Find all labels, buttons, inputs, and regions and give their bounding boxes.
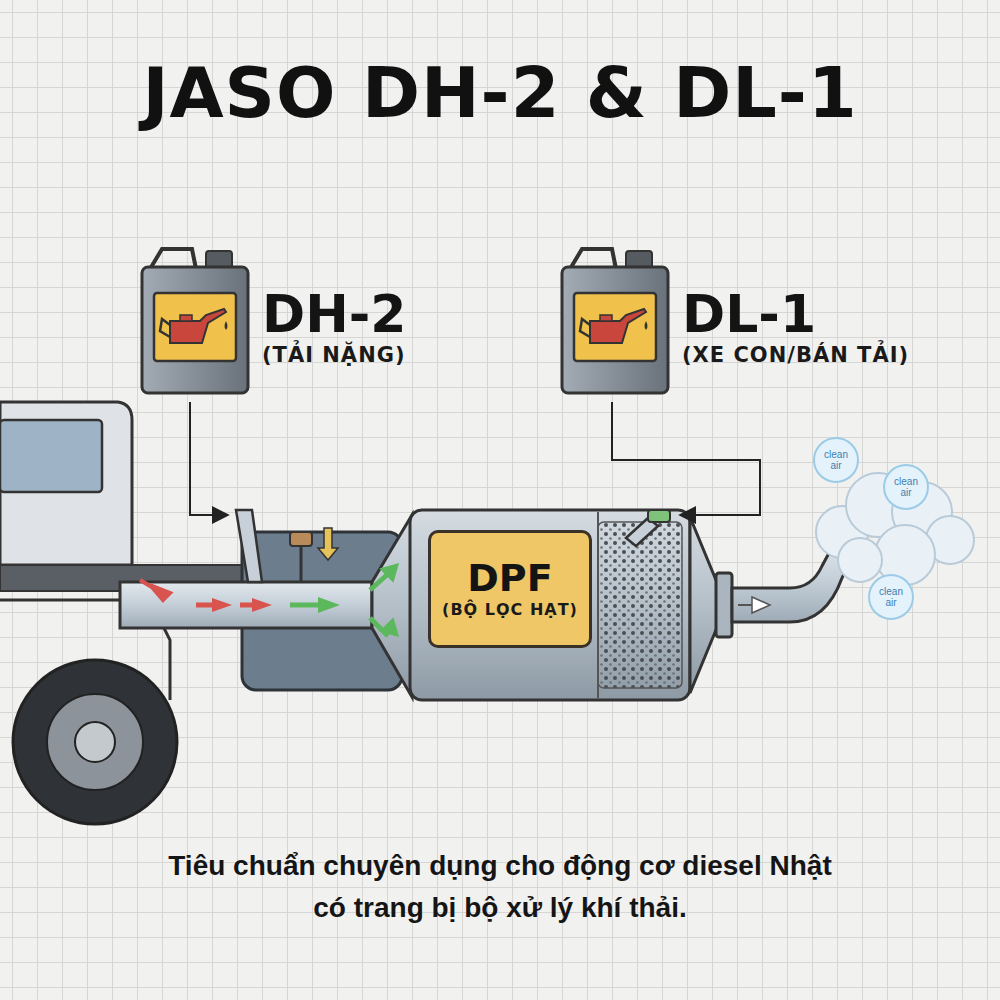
dpf-body — [410, 510, 690, 700]
caption: Tiêu chuẩn chuyên dụng cho động cơ diese… — [150, 845, 850, 929]
standard-name: DH-2 — [262, 287, 406, 342]
dpf-panel: DPF(BỘ LỌC HẠT) — [428, 530, 592, 648]
standard-note: (XE CON/BÁN TẢI) — [682, 342, 909, 369]
bubble-label: clean air — [890, 476, 922, 498]
clean-air-bubble: clean air — [813, 437, 860, 484]
bubble-label: clean air — [875, 586, 907, 608]
leader-lines — [190, 402, 760, 515]
standard-note: (TẢI NẶNG) — [262, 342, 406, 369]
oil-can-node: DL-1(XE CON/BÁN TẢI) — [560, 245, 670, 395]
standard-name: DPF — [467, 558, 552, 600]
standard-note: (BỘ LỌC HẠT) — [442, 600, 578, 621]
standard-name: DL-1 — [682, 287, 909, 342]
bubble-label: clean air — [820, 449, 852, 471]
title: JASO DH-2 & DL-1 — [0, 52, 1000, 134]
can-label: DH-2(TẢI NẶNG) — [262, 287, 406, 369]
clean-air-bubble: clean air — [868, 574, 915, 621]
oil-can-node: DH-2(TẢI NẶNG) — [140, 245, 250, 395]
can-label: DL-1(XE CON/BÁN TẢI) — [682, 287, 909, 369]
oil-can — [140, 245, 250, 395]
oil-can — [560, 245, 670, 395]
